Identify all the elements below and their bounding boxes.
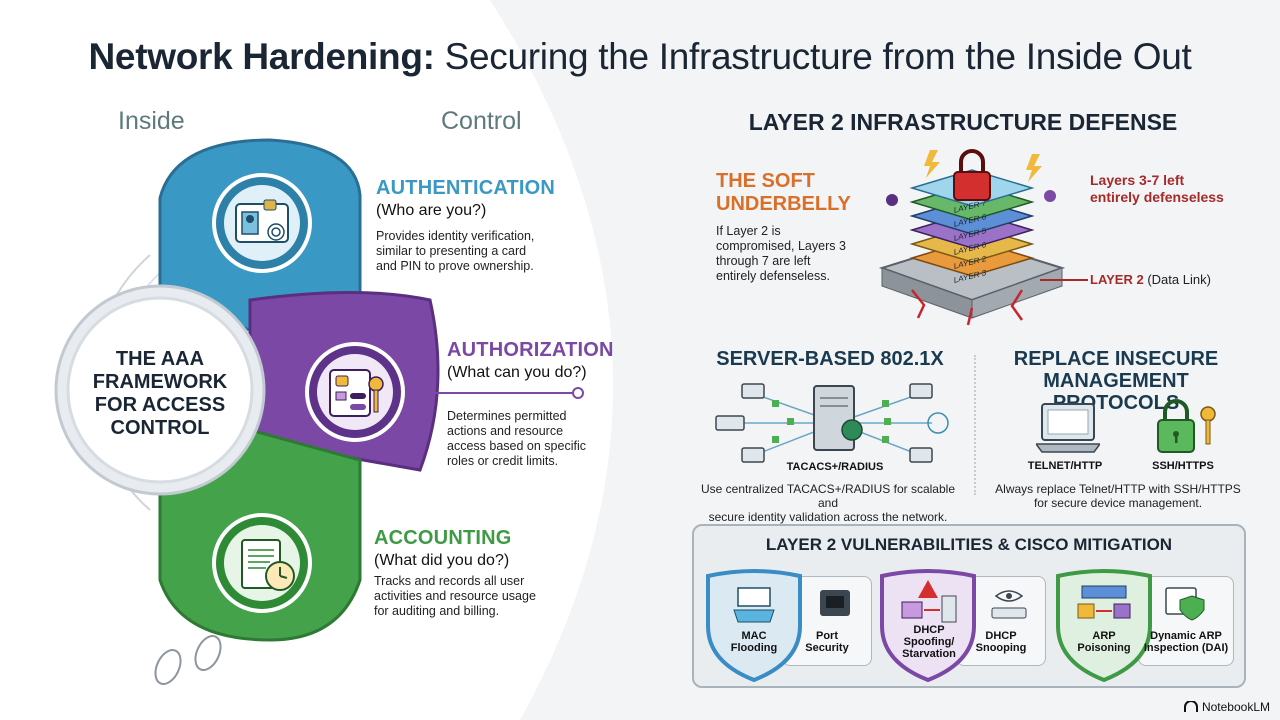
mitigation-dai: Dynamic ARP Inspection (DAI) <box>1143 630 1229 654</box>
footprints-icon <box>154 635 222 685</box>
threat-dhcp-spoofing: DHCP Spoofing/ Starvation <box>902 624 956 660</box>
pillar-authorization: AUTHORIZATION (What can you do?) Determi… <box>447 339 614 468</box>
callout-line <box>1040 279 1088 281</box>
protocols-desc: Always replace Telnet/HTTP with SSH/HTTP… <box>995 482 1241 510</box>
mitigation-port-security: Port Security <box>805 630 849 654</box>
page-title: Network Hardening: Securing the Infrastr… <box>88 36 1192 77</box>
layer2-heading: LAYER 2 INFRASTRUCTURE DEFENSE <box>748 109 1178 135</box>
label-inside: Inside <box>118 107 185 135</box>
mitigation-dhcp-snooping: DHCP Snooping <box>975 630 1027 654</box>
id-card-icon <box>235 199 289 243</box>
threat-arp-poisoning: ARP Poisoning <box>1077 630 1131 654</box>
telnet-label: TELNET/HTTP <box>1027 460 1103 472</box>
server-8021x-desc: Use centralized TACACS+/RADIUS for scala… <box>701 482 955 524</box>
notebooklm-icon <box>1183 701 1198 712</box>
aaa-center-label: THE AAA FRAMEWORK FOR ACCESS CONTROL <box>92 348 228 439</box>
radius-server-label: TACACS+/RADIUS <box>786 461 884 473</box>
threat-shields <box>706 569 1205 683</box>
server-8021x-heading: SERVER-BASED 802.1X <box>716 348 944 370</box>
label-control: Control <box>441 107 522 135</box>
log-clock-icon <box>241 539 295 591</box>
soft-underbelly: THE SOFT UNDERBELLY If Layer 2 is compro… <box>716 170 851 283</box>
vulnerabilities-heading: LAYER 2 VULNERABILITIES & CISCO MITIGATI… <box>765 535 1173 554</box>
callout-layers-defenseless: Layers 3-7 left entirely defenseless <box>1090 172 1224 205</box>
osi-layer-stack <box>878 149 1066 326</box>
brand-logo: NotebookLM <box>1183 700 1270 714</box>
laptop-icon <box>1036 403 1100 453</box>
radius-network-diagram <box>715 383 949 463</box>
ssh-label: SSH/HTTPS <box>1152 460 1214 472</box>
padlock-key-icon <box>1157 399 1216 453</box>
permissions-card-icon <box>329 369 384 417</box>
callout-layer2: LAYER 2 (Data Link) <box>1090 272 1211 287</box>
threat-mac-flooding: MAC Flooding <box>730 630 778 654</box>
pillar-authentication: AUTHENTICATION (Who are you?) Provides i… <box>376 177 556 273</box>
pillar-accounting: ACCOUNTING (What did you do?) Tracks and… <box>374 527 536 618</box>
section-divider <box>974 355 976 495</box>
